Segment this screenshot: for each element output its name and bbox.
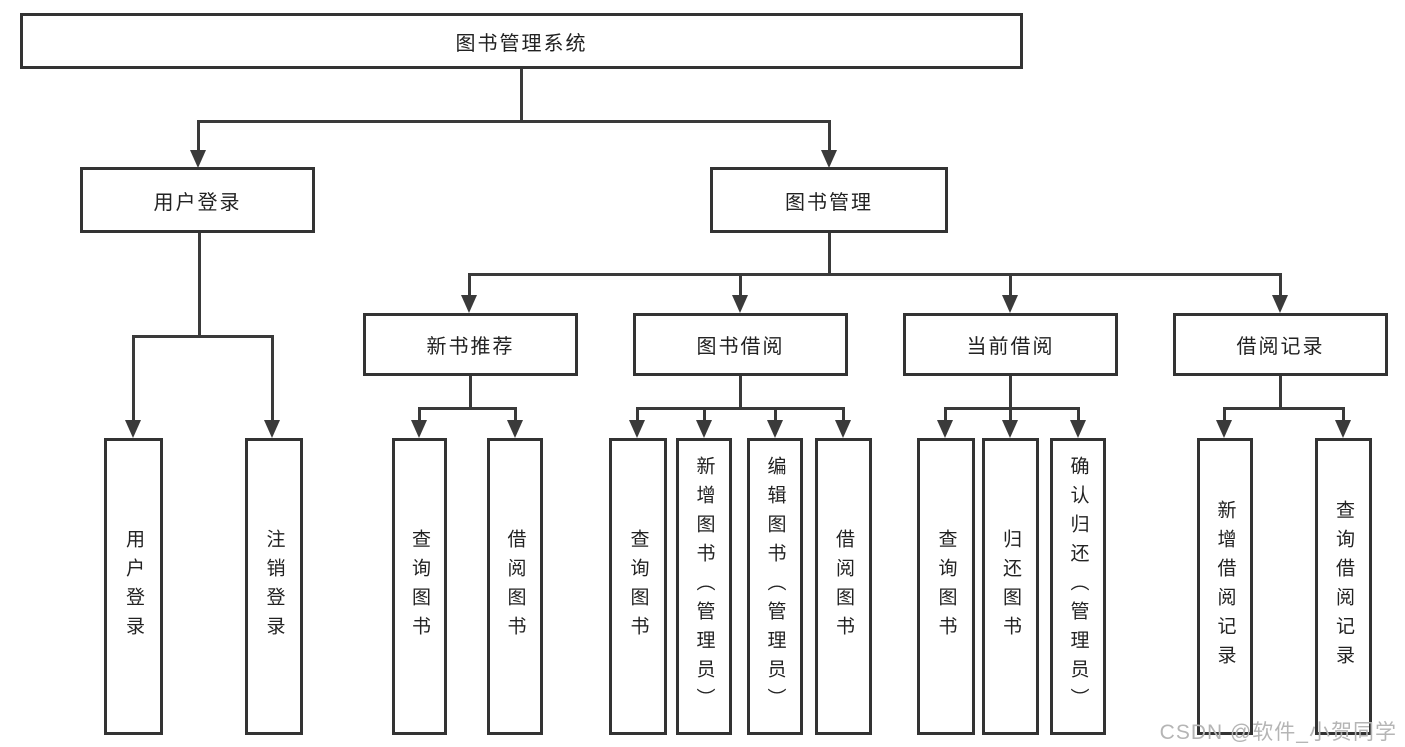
leaf-query-borrow-record-label: 查询借阅记录 — [1333, 499, 1354, 674]
connector-branch — [514, 407, 517, 422]
leaf-add-borrow-record-label: 新增借阅记录 — [1214, 499, 1236, 674]
connector-to-borrow-records — [1279, 273, 1282, 297]
connector-new-book-stem — [469, 376, 472, 407]
watermark: CSDN @软件_小贺同学 — [1159, 721, 1397, 744]
connector-book-management-stem — [828, 233, 831, 273]
node-book-borrow-label: 图书借阅 — [696, 336, 785, 358]
arrowhead-down-icon — [1002, 295, 1018, 313]
arrowhead-down-icon — [264, 420, 280, 438]
arrowhead-down-icon — [1272, 295, 1288, 313]
arrowhead-down-icon — [937, 420, 953, 438]
leaf-user-login: 用户登录 — [104, 438, 163, 735]
node-borrow-records: 借阅记录 — [1173, 313, 1388, 376]
arrowhead-down-icon — [1216, 420, 1232, 438]
connector-to-leaf-user-login — [132, 335, 135, 423]
node-book-management: 图书管理 — [710, 167, 948, 233]
leaf-borrow-books-label: 借阅图书 — [833, 528, 854, 645]
node-current-borrow: 当前借阅 — [903, 313, 1118, 376]
leaf-query-borrow-record: 查询借阅记录 — [1315, 438, 1372, 735]
node-book-borrow: 图书借阅 — [633, 313, 848, 376]
leaf-logout: 注销登录 — [245, 438, 303, 735]
node-book-management-label: 图书管理 — [785, 191, 873, 214]
leaf-return-books-label: 归还图书 — [1000, 528, 1021, 645]
arrowhead-down-icon — [411, 420, 427, 438]
leaf-add-books-admin-label: 新增图书（管理员） — [693, 456, 715, 717]
connector-book-borrow-rail — [636, 407, 845, 410]
connector-branch — [944, 407, 947, 422]
connector-branch — [774, 407, 777, 422]
arrowhead-down-icon — [507, 420, 523, 438]
connector-to-book-borrow — [739, 273, 742, 297]
node-user-login: 用户登录 — [80, 167, 315, 233]
node-new-book-recommend-label: 新书推荐 — [426, 336, 515, 358]
connector-branch — [418, 407, 421, 422]
leaf-confirm-return-admin: 确认归还（管理员） — [1050, 438, 1106, 735]
connector-branch — [1077, 407, 1080, 422]
node-library-system-label: 图书管理系统 — [455, 32, 588, 55]
connector-to-user-login — [197, 120, 200, 152]
arrowhead-down-icon — [629, 420, 645, 438]
node-borrow-records-label: 借阅记录 — [1236, 336, 1325, 358]
connector-current-borrow-rail — [944, 407, 1080, 410]
connector-current-borrow-stem — [1009, 376, 1012, 407]
connector-to-leaf-logout — [271, 335, 274, 423]
leaf-borrow-query-books-label: 查询图书 — [627, 528, 649, 645]
leaf-current-query-books: 查询图书 — [917, 438, 975, 735]
leaf-borrow-books: 借阅图书 — [815, 438, 872, 735]
connector-branch — [636, 407, 639, 422]
connector-book-borrow-stem — [739, 376, 742, 407]
leaf-logout-label: 注销登录 — [263, 528, 285, 645]
connector-root-stem — [520, 69, 523, 120]
connector-borrow-records-stem — [1279, 376, 1282, 407]
arrowhead-down-icon — [732, 295, 748, 313]
connector-new-book-rail — [418, 407, 517, 410]
arrowhead-down-icon — [835, 420, 851, 438]
node-user-login-label: 用户登录 — [153, 191, 242, 214]
connector-user-login-stem — [198, 233, 201, 335]
connector-root-rail — [197, 120, 831, 123]
arrowhead-down-icon — [1002, 420, 1018, 438]
connector-branch — [1223, 407, 1226, 422]
arrowhead-down-icon — [190, 150, 206, 168]
leaf-edit-books-admin: 编辑图书（管理员） — [747, 438, 803, 735]
connector-borrow-records-rail — [1223, 407, 1345, 410]
connector-branch — [842, 407, 845, 422]
node-library-system: 图书管理系统 — [20, 13, 1023, 69]
arrowhead-down-icon — [821, 150, 837, 168]
leaf-recommend-query-books-label: 查询图书 — [409, 528, 430, 645]
connector-branch — [1342, 407, 1345, 422]
leaf-recommend-borrow-books: 借阅图书 — [487, 438, 543, 735]
arrowhead-down-icon — [1070, 420, 1086, 438]
leaf-recommend-query-books: 查询图书 — [392, 438, 447, 735]
connector-to-new-book — [468, 273, 471, 297]
node-current-borrow-label: 当前借阅 — [966, 336, 1055, 358]
connector-user-login-rail — [132, 335, 274, 338]
connector-branch — [1009, 407, 1012, 422]
arrowhead-down-icon — [125, 420, 141, 438]
node-new-book-recommend: 新书推荐 — [363, 313, 578, 376]
leaf-recommend-borrow-books-label: 借阅图书 — [504, 528, 526, 645]
leaf-return-books: 归还图书 — [982, 438, 1039, 735]
leaf-user-login-label: 用户登录 — [123, 528, 144, 645]
connector-book-management-rail — [468, 273, 1282, 276]
connector-to-current-borrow — [1009, 273, 1012, 297]
leaf-borrow-query-books: 查询图书 — [609, 438, 667, 735]
leaf-current-query-books-label: 查询图书 — [935, 528, 957, 645]
leaf-add-books-admin: 新增图书（管理员） — [676, 438, 732, 735]
connector-to-book-management — [828, 120, 831, 152]
leaf-edit-books-admin-label: 编辑图书（管理员） — [764, 456, 786, 717]
connector-branch — [703, 407, 706, 422]
arrowhead-down-icon — [767, 420, 783, 438]
leaf-add-borrow-record: 新增借阅记录 — [1197, 438, 1253, 735]
arrowhead-down-icon — [696, 420, 712, 438]
leaf-confirm-return-admin-label: 确认归还（管理员） — [1067, 456, 1089, 717]
arrowhead-down-icon — [461, 295, 477, 313]
arrowhead-down-icon — [1335, 420, 1351, 438]
